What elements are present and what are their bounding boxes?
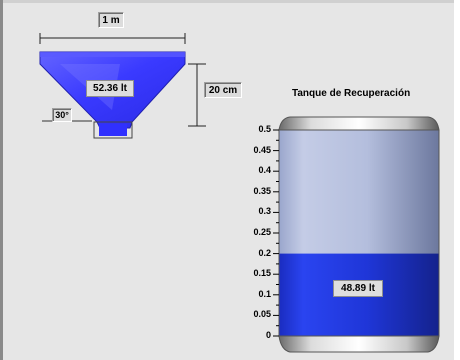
hopper-width-label: 1 m bbox=[98, 12, 124, 28]
window-top-edge bbox=[0, 0, 460, 3]
scale-tick-label: 0.15 bbox=[253, 268, 271, 279]
scale-tick-label: 0.35 bbox=[253, 185, 271, 196]
hopper-volume-display: 52.36 lt bbox=[86, 80, 134, 97]
hopper-angle-label: 30° bbox=[52, 108, 72, 122]
tank-scale-ticks bbox=[273, 129, 279, 337]
scale-tick-label: 0.4 bbox=[258, 165, 271, 176]
tank-title: Tanque de Recuperación bbox=[292, 88, 411, 99]
scale-tick-label: 0.1 bbox=[258, 288, 271, 299]
scale-tick-label: 0.2 bbox=[258, 247, 271, 258]
window-right-edge bbox=[454, 0, 460, 360]
tank-top-cap bbox=[278, 116, 440, 131]
tank-bottom-cap bbox=[278, 335, 440, 353]
window-left-edge bbox=[0, 0, 3, 360]
scale-tick-label: 0.25 bbox=[253, 227, 271, 237]
scale-tick-label: 0.3 bbox=[258, 206, 271, 217]
scale-tick-label: 0.05 bbox=[253, 309, 271, 320]
scale-tick-label: 0.45 bbox=[253, 144, 271, 155]
scale-tick-label: 0.5 bbox=[258, 124, 271, 134]
tank-volume-display: 48.89 lt bbox=[333, 280, 383, 297]
scale-tick-label: 0 bbox=[265, 330, 271, 340]
hopper-outlet bbox=[93, 121, 133, 139]
hopper-height-label: 20 cm bbox=[204, 82, 242, 98]
